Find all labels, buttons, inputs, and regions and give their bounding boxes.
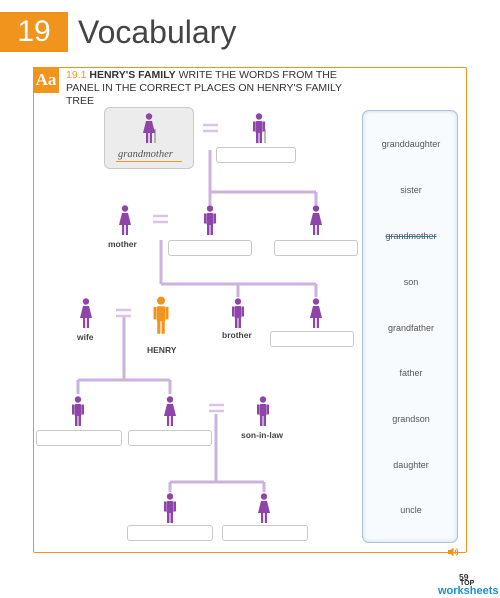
word-bank-item: grandson xyxy=(392,414,430,424)
watermark-name: worksheets xyxy=(438,585,499,597)
female-figure-icon xyxy=(78,298,94,328)
answer-field[interactable] xyxy=(216,147,296,163)
female-figure-icon xyxy=(141,113,157,143)
label-henry: HENRY xyxy=(147,345,177,355)
equals-icon xyxy=(116,308,131,318)
equals-icon xyxy=(209,403,224,413)
word-bank-item: sister xyxy=(400,185,422,195)
female-figure-icon xyxy=(308,298,324,328)
answer-field[interactable] xyxy=(222,525,308,541)
answer-field[interactable] xyxy=(36,430,122,446)
male-figure-icon xyxy=(70,396,86,426)
female-figure-icon xyxy=(308,205,324,235)
male-figure-icon xyxy=(202,205,218,235)
chapter-number: 19 xyxy=(0,12,68,52)
exercise-instruction-text: WRITE THE WORDS FROM THE PANEL IN THE CO… xyxy=(66,69,342,107)
answer-field[interactable] xyxy=(270,331,354,347)
label-mother: mother xyxy=(108,239,137,249)
page-number: 59 xyxy=(459,572,469,582)
vocabulary-badge: Aa xyxy=(33,67,59,93)
label-wife: wife xyxy=(77,332,94,342)
male-figure-icon xyxy=(162,493,178,523)
exercise-instruction: 19.1 HENRY'S FAMILY WRITE THE WORDS FROM… xyxy=(66,69,366,108)
watermark-top: TOP xyxy=(460,580,475,587)
answer-field[interactable] xyxy=(128,430,212,446)
henry-figure-icon xyxy=(151,296,171,334)
page-title: Vocabulary xyxy=(78,14,237,50)
female-figure-icon xyxy=(117,205,133,235)
male-figure-icon xyxy=(251,113,267,143)
answer-field[interactable] xyxy=(274,240,358,256)
answer-field[interactable] xyxy=(168,240,252,256)
exercise-title: HENRY'S FAMILY xyxy=(89,69,176,81)
word-bank-item: uncle xyxy=(400,505,422,515)
word-panel: granddaughter sister grandmother son gra… xyxy=(362,110,458,543)
male-figure-icon xyxy=(230,298,246,328)
female-figure-icon xyxy=(256,493,272,523)
exercise-number: 19.1 xyxy=(66,69,87,81)
word-bank-item: grandfather xyxy=(387,323,435,333)
word-bank-item: son xyxy=(403,277,419,287)
word-bank-item: granddaughter xyxy=(381,139,441,149)
answer-field[interactable] xyxy=(127,525,213,541)
word-bank-item: daughter xyxy=(393,460,429,470)
male-figure-icon xyxy=(255,396,271,426)
example-answer: grandmother xyxy=(118,149,173,160)
equals-icon xyxy=(153,214,168,224)
word-bank-item-used: grandmother xyxy=(385,231,437,241)
word-bank-item: father xyxy=(399,368,423,378)
label-son-in-law: son-in-law xyxy=(241,430,284,440)
label-brother: brother xyxy=(222,330,252,340)
equals-icon xyxy=(203,123,218,133)
speaker-icon[interactable] xyxy=(447,545,459,557)
example-underline xyxy=(116,161,182,162)
female-figure-icon xyxy=(162,396,178,426)
